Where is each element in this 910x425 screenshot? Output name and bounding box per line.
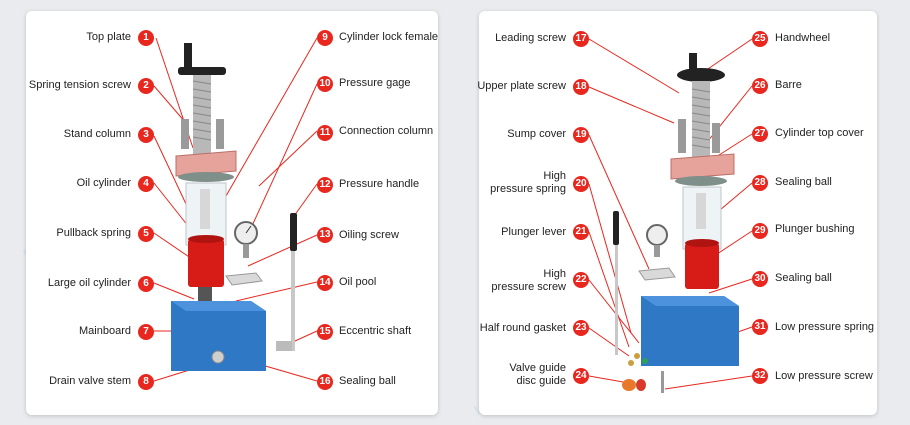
callout-number-badge: 12 [317,177,333,193]
callout-label: Stand column [63,128,131,140]
callout-label: Half round gasket [479,322,566,334]
callout-label: Mainboard [79,325,131,337]
callout-label: Large oil cylinder [47,277,131,289]
callout-label-line2: pressure spring [490,183,566,195]
callout-label-line1: High [543,170,566,182]
callout-label: Spring tension screw [28,79,131,91]
callout-label: Oiling screw [339,229,399,241]
callout-label: Oil cylinder [76,177,131,189]
callout-number-badge: 4 [138,176,154,192]
callout-number-badge: 22 [573,272,589,288]
callout-label-line2: disc guide [516,375,566,387]
callout-number-badge: 8 [138,374,154,390]
callout-number-badge: 14 [317,275,333,291]
callout-label: Plunger bushing [775,223,855,235]
callout-number-badge: 27 [752,126,768,142]
callout-number-badge: 26 [752,78,768,94]
callout-number-badge: 5 [138,226,154,242]
callout-number-badge: 1 [138,30,154,46]
callout-label: Upper plate screw [477,80,566,92]
callout-number-badge: 6 [138,276,154,292]
callout-label: Top plate [86,31,131,43]
callout-number-badge: 11 [317,125,333,141]
callout-label: Connection column [339,125,434,137]
callout-number-badge: 25 [752,31,768,47]
callout-label: Eccentric shaft [339,325,412,337]
callout-number-badge: 16 [317,374,333,390]
callout-number-badge: 32 [752,368,768,384]
press-diagram-right-panel: Leading screw 17 Upper plate screw 18 Su… [477,11,877,415]
callout-number-badge: 15 [317,324,333,340]
callout-label: Oil pool [339,276,377,288]
callout-number-badge: 24 [573,368,589,384]
callout-number-badge: 30 [752,271,768,287]
callout-label: Drain valve stem [49,375,131,387]
callout-label: Plunger lever [501,226,566,238]
callout-label: Pressure gage [339,77,411,89]
callout-label: Handwheel [775,32,831,44]
callout-number-badge: 7 [138,324,154,340]
callout-number-badge: 29 [752,223,768,239]
press-illustration-right [588,38,753,393]
callout-label: Sealing ball [775,272,832,284]
callout-number-badge: 21 [573,224,589,240]
press-illustration-left [153,37,318,382]
callout-number-badge: 17 [573,31,589,47]
callout-label: Pressure handle [339,178,420,190]
callout-number-badge: 3 [138,127,154,143]
callout-number-badge: 31 [752,319,768,335]
callout-label: Sump cover [507,128,566,140]
callout-number-badge: 28 [752,175,768,191]
press-diagram-left-panel: Top plate 1 Spring tension screw 2 Stand… [26,11,438,415]
callout-label-line1: Valve guide [509,362,566,374]
callout-number-badge: 18 [573,79,589,95]
callout-number-badge: 23 [573,320,589,336]
callout-label: Low pressure screw [775,370,873,382]
callout-number-badge: 9 [317,30,333,46]
callout-number-badge: 20 [573,176,589,192]
callout-label: Low pressure spring [775,321,875,333]
callout-label: Cylinder lock female [339,31,439,43]
callout-label: Cylinder top cover [775,127,864,139]
callout-number-badge: 13 [317,227,333,243]
callout-label: Sealing ball [339,375,396,387]
callout-label: Sealing ball [775,176,832,188]
callout-number-badge: 2 [138,78,154,94]
callout-label-line2: pressure screw [491,281,566,293]
callout-label: Barre [775,79,802,91]
callout-label: Pullback spring [56,227,131,239]
callout-label: Leading screw [495,32,566,44]
callout-label-line1: High [543,268,566,280]
callout-number-badge: 19 [573,127,589,143]
callout-number-badge: 10 [317,76,333,92]
